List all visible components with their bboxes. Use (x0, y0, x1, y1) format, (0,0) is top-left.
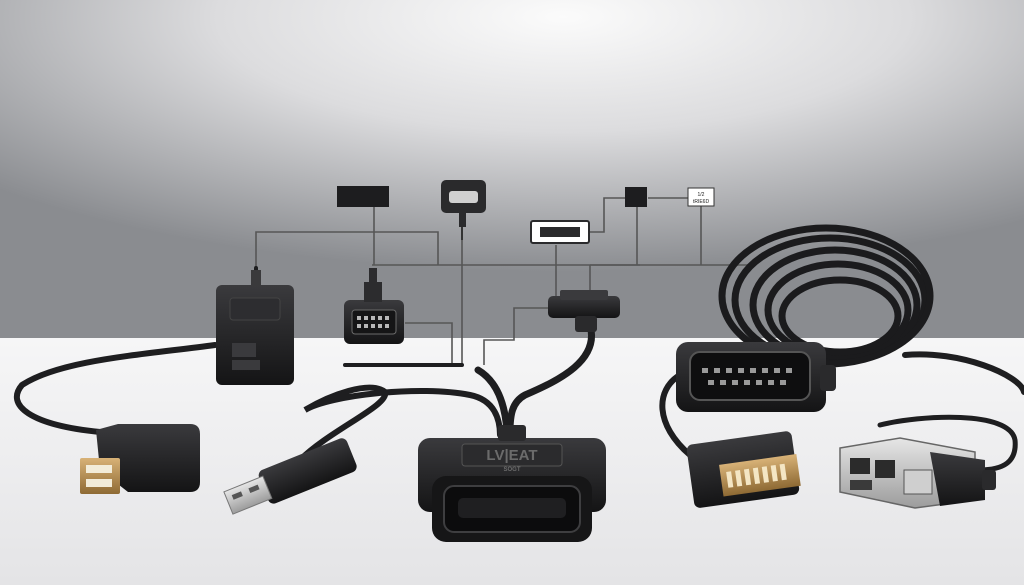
ribbon-connector-icon (686, 431, 801, 508)
hdmi-port-icon (530, 220, 590, 244)
obd2-connector-icon: LV|EAT SOGT (418, 425, 606, 542)
obd2-coil-connector-icon (676, 342, 836, 412)
main-connector-sub-label: SOGT (503, 467, 520, 473)
y-splitter-icon (548, 290, 620, 332)
schematic-lines (255, 197, 752, 366)
small-tag-icon: 1/2 tRIE6D (687, 187, 715, 207)
coiled-cable-icon (718, 224, 934, 368)
network-adapter-icon (839, 437, 996, 509)
hdmi-adapter-plug-icon (80, 424, 200, 494)
small-chip-icon (625, 187, 647, 207)
mini-obd-connector-icon (344, 268, 404, 344)
svg-text:1/2: 1/2 (698, 192, 705, 198)
power-adapter-icon (216, 270, 294, 385)
usb-a-connector-icon (223, 438, 357, 515)
main-connector-brand-label: LV|EAT (486, 447, 537, 464)
svg-text:tRIE6D: tRIE6D (693, 199, 710, 205)
db9-port-icon (441, 180, 486, 240)
black-label-box (337, 186, 389, 207)
